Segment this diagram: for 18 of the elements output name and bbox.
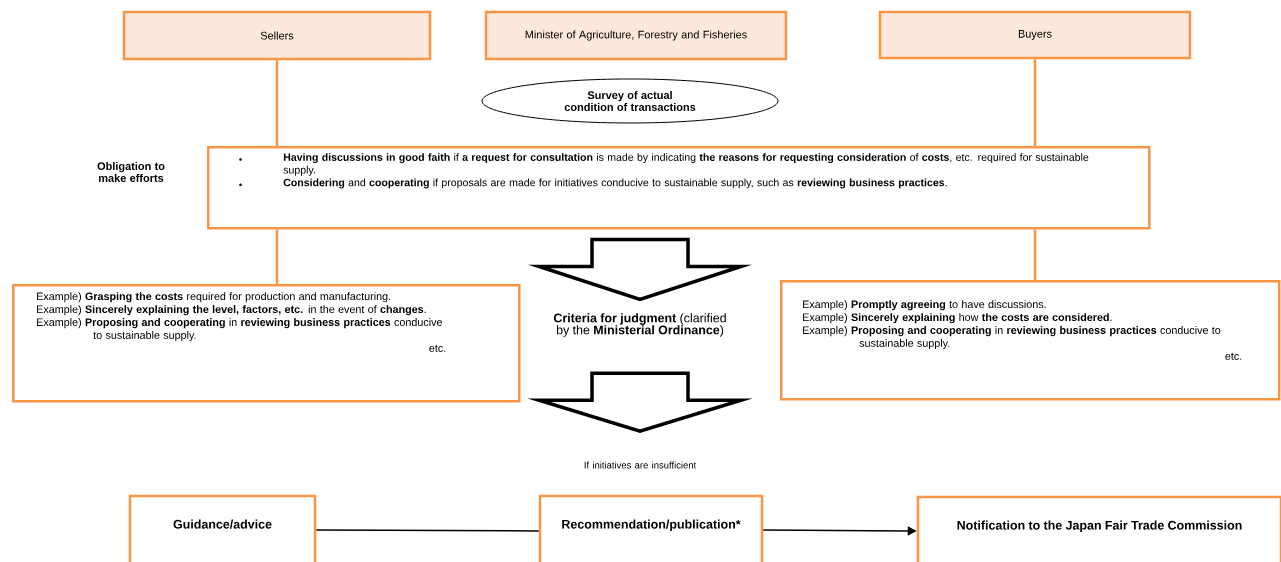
connector-line bbox=[1033, 59, 1037, 146]
party-box: Sellers bbox=[122, 10, 432, 61]
connector-line bbox=[275, 60, 279, 146]
block-arrow bbox=[527, 371, 753, 434]
party-box: Minister of Agriculture, Forestry and Fisheries bbox=[484, 10, 788, 61]
connector-line bbox=[1033, 229, 1037, 280]
example-box: Example) Promptly agreeing to have discussions. Example) Sincerely explaining how the costs are considered. Example) Proposing and cooperating in reviewing business practices conducive to sustainable supply. etc. bbox=[780, 280, 1281, 401]
block-arrow bbox=[528, 237, 752, 302]
action-box: Notification to the Japan Fair Trade Commission bbox=[916, 495, 1281, 562]
connector-line bbox=[275, 229, 279, 284]
action-box: Guidance/advice bbox=[128, 494, 317, 562]
side-label: Obligation to make efforts bbox=[97, 162, 165, 182]
obligation-box: Having discussions in good faith if a request for consultation is made by indicating the reasons for requesting consideration of costs, etc. required for sustainable supply. Considering and cooperating if proposals are made for initiatives conducive to sustainable supply, such as reviewing business practices. bbox=[207, 146, 1151, 230]
action-box: Recommendation/publication* bbox=[538, 494, 764, 562]
condition-text: If initiatives are insufficient bbox=[584, 461, 697, 469]
criteria-text: Criteria for judgment (clarified by the Ministerial Ordinance) bbox=[553, 313, 726, 337]
example-box: Example) Grasping the costs required for production and manufacturing. Example) Sincerely explaining the level, factors, etc. in the event of changes. Example) Proposing and cooperating in reviewing business practices conducive to sustainable supply. etc. bbox=[12, 284, 521, 403]
party-box: Buyers bbox=[878, 10, 1192, 60]
